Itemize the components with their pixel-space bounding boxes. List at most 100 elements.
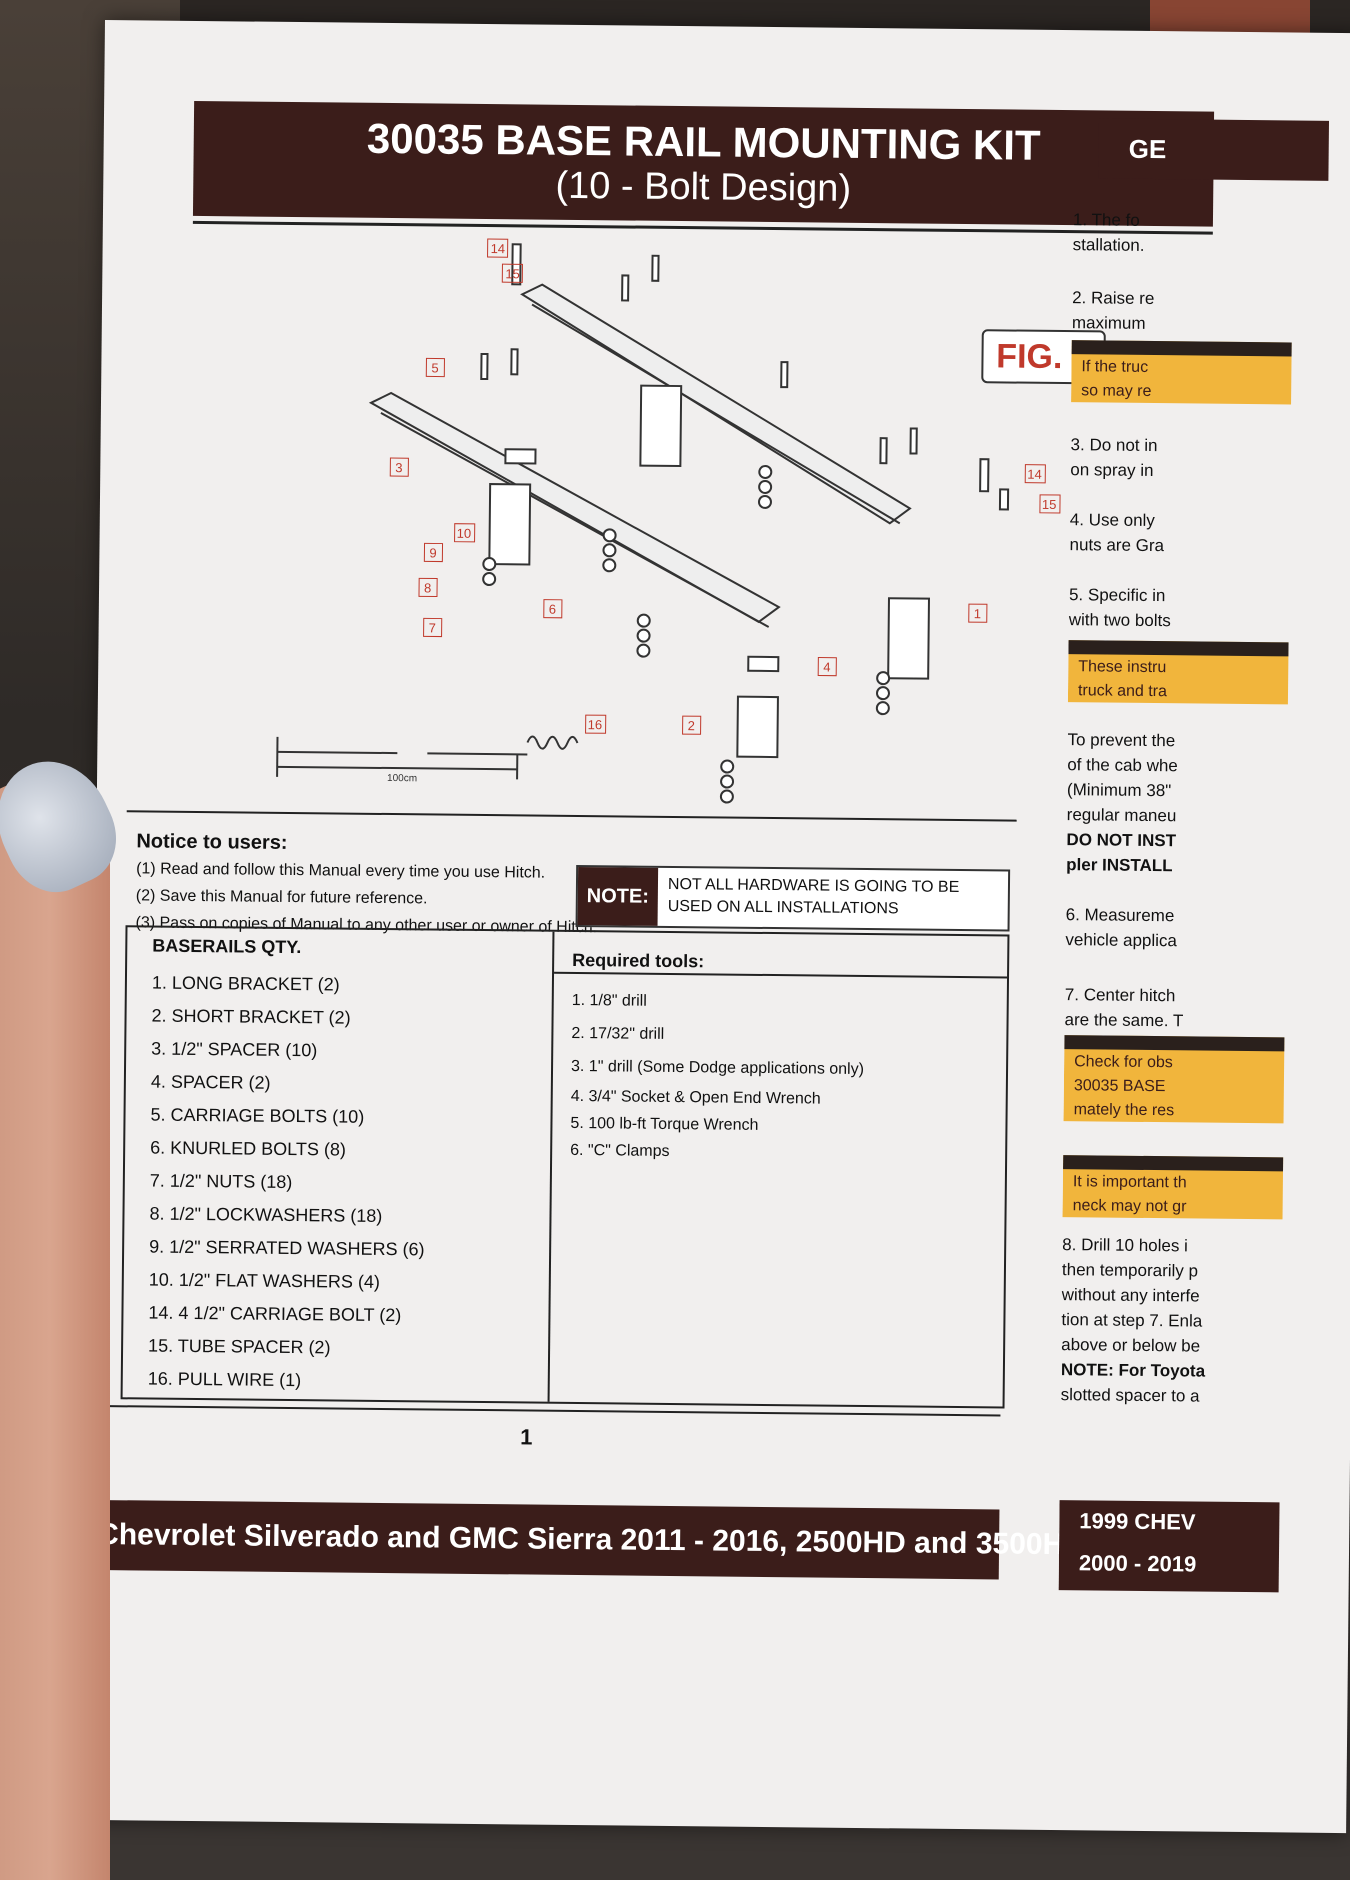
parts-item: 8. 1/2" LOCKWASHERS (18) — [149, 1204, 382, 1227]
warning-text: If the truc — [1071, 354, 1291, 380]
tools-item: 1. 1/8" drill — [572, 992, 647, 1011]
callout: 16 — [588, 717, 603, 732]
adjacent-text: 8. Drill 10 holes i — [1062, 1235, 1188, 1256]
tools-item: 3. 1" drill (Some Dodge applications onl… — [571, 1058, 864, 1079]
warning-text: 30035 BASE — [1064, 1073, 1284, 1099]
callout: 5 — [431, 360, 438, 375]
warning-box: It is important th neck may not gr — [1063, 1155, 1284, 1219]
adjacent-text: 6. Measureme — [1066, 905, 1175, 926]
adjacent-text: NOTE: For Toyota — [1061, 1360, 1205, 1382]
exploded-parts-diagram: 100cm 14 15 5 3 10 9 8 7 6 16 2 4 1 14 1… — [217, 231, 1123, 840]
callout: 8 — [424, 580, 431, 595]
page-number: 1 — [520, 1424, 533, 1450]
table-column-divider — [548, 932, 555, 1402]
note-text: NOT ALL HARDWARE IS GOING TO BE USED ON … — [668, 874, 1008, 922]
parts-item: 14. 4 1/2" CARRIAGE BOLT (2) — [148, 1303, 401, 1327]
parts-item: 10. 1/2" FLAT WASHERS (4) — [149, 1270, 380, 1293]
parts-item: 4. SPACER (2) — [151, 1072, 271, 1094]
adjacent-text: (Minimum 38" — [1067, 780, 1171, 801]
notice-line: (2) Save this Manual for future referenc… — [136, 887, 428, 908]
adjacent-text: 4. Use only — [1070, 510, 1155, 531]
long-bracket-right — [888, 598, 929, 678]
adjacent-text: without any interfe — [1062, 1285, 1200, 1306]
warning-text: neck may not gr — [1063, 1193, 1283, 1219]
parts-item: 1. LONG BRACKET (2) — [152, 973, 340, 996]
short-bracket-center — [640, 386, 681, 466]
parts-item: 9. 1/2" SERRATED WASHERS (6) — [149, 1237, 425, 1261]
tools-header-rule — [554, 972, 1007, 979]
notice-title: Notice to users: — [136, 830, 287, 855]
adjacent-text: then temporarily p — [1062, 1260, 1198, 1281]
title-band: 30035 BASE RAIL MOUNTING KIT (10 - Bolt … — [193, 101, 1214, 227]
adjacent-footer-text: 1999 CHEV — [1059, 1500, 1279, 1544]
adjacent-text: 5. Specific in — [1069, 585, 1166, 606]
adjacent-text: To prevent the — [1067, 730, 1175, 751]
warning-text: It is important th — [1063, 1169, 1283, 1195]
thumb — [0, 780, 110, 1880]
parts-item: 15. TUBE SPACER (2) — [148, 1336, 331, 1359]
pull-wire — [277, 734, 577, 780]
warning-box: These instru truck and tra — [1068, 640, 1289, 704]
parts-tools-table: BASERAILS QTY. Required tools: 1. LONG B… — [121, 925, 1010, 1408]
adjacent-header: GE — [1098, 118, 1329, 180]
callout: 14 — [491, 241, 506, 256]
adjacent-footer-text: 2000 - 2019 — [1059, 1542, 1279, 1586]
callout-numbers: 14 15 5 3 10 9 8 7 6 16 2 4 1 14 15 — [388, 238, 1063, 738]
callout: 2 — [688, 718, 695, 733]
footer-vehicle-text: Chevrolet Silverado and GMC Sierra 2011 … — [97, 1518, 1086, 1562]
adjacent-text: regular maneu — [1067, 805, 1177, 826]
callout: 3 — [395, 460, 402, 475]
warning-text: truck and tra — [1068, 678, 1288, 704]
long-bracket-left — [489, 484, 530, 564]
adjacent-text: of the cab whe — [1067, 755, 1178, 776]
note-tag: NOTE: — [578, 867, 659, 926]
callout: 9 — [429, 545, 436, 560]
adjacent-text: vehicle applica — [1065, 930, 1177, 951]
adjacent-text: tion at step 7. Enla — [1061, 1310, 1202, 1331]
adjacent-text: above or below be — [1061, 1335, 1200, 1356]
parts-header: BASERAILS QTY. — [152, 936, 301, 959]
parts-item: 16. PULL WIRE (1) — [148, 1369, 302, 1392]
note-box: NOTE: NOT ALL HARDWARE IS GOING TO BE US… — [576, 865, 1011, 932]
tools-item: 6. "C" Clamps — [570, 1142, 670, 1161]
parts-item: 2. SHORT BRACKET (2) — [151, 1006, 350, 1029]
adjacent-text: pler INSTALL — [1066, 855, 1173, 876]
warning-text: mately the res — [1064, 1097, 1284, 1123]
adjacent-text: slotted spacer to a — [1061, 1385, 1200, 1406]
parts-item: 7. 1/2" NUTS (18) — [150, 1171, 293, 1193]
adjacent-footer-band: 1999 CHEV 2000 - 2019 — [1059, 1500, 1280, 1592]
parts-item: 3. 1/2" SPACER (10) — [151, 1039, 317, 1062]
adjacent-text: are the same. T — [1064, 1010, 1183, 1031]
adjacent-text: maximum — [1072, 313, 1146, 334]
adjacent-text: stallation. — [1073, 235, 1145, 256]
warning-text: Check for obs — [1064, 1049, 1284, 1075]
callout: 15 — [1042, 497, 1057, 512]
warning-text: These instru — [1068, 654, 1288, 680]
warning-text: so may re — [1071, 378, 1291, 404]
short-bracket-bottom — [737, 697, 778, 757]
callout: 4 — [823, 660, 830, 675]
footer-band: Chevrolet Silverado and GMC Sierra 2011 … — [79, 1500, 1000, 1580]
adjacent-text: nuts are Gra — [1069, 535, 1164, 556]
tools-item: 2. 17/32" drill — [571, 1025, 664, 1044]
adjacent-text: 2. Raise re — [1072, 288, 1154, 309]
tools-item: 5. 100 lb-ft Torque Wrench — [570, 1115, 758, 1135]
wire-length-label: 100cm — [387, 773, 417, 784]
adjacent-text: with two bolts — [1069, 610, 1171, 631]
callout: 14 — [1027, 467, 1042, 482]
callout: 7 — [429, 620, 436, 635]
callout: 15 — [505, 266, 520, 281]
callout: 1 — [974, 606, 981, 621]
warning-box: If the truc so may re — [1071, 340, 1292, 404]
callout: 10 — [457, 526, 472, 541]
adjacent-text: 1. The fo — [1073, 210, 1140, 231]
parts-item: 5. CARRIAGE BOLTS (10) — [150, 1105, 364, 1128]
instruction-sheet: 30035 BASE RAIL MOUNTING KIT (10 - Bolt … — [86, 20, 1350, 1833]
adjacent-text: 3. Do not in — [1070, 435, 1157, 456]
tools-header: Required tools: — [572, 950, 704, 972]
adjacent-text: 7. Center hitch — [1065, 985, 1176, 1006]
tools-item: 4. 3/4" Socket & Open End Wrench — [571, 1088, 821, 1109]
adjacent-text: DO NOT INST — [1066, 830, 1176, 851]
adjacent-page-column: GE 1. The fo stallation. 2. Raise re max… — [1056, 30, 1350, 1833]
base-rail-upper — [520, 284, 912, 523]
